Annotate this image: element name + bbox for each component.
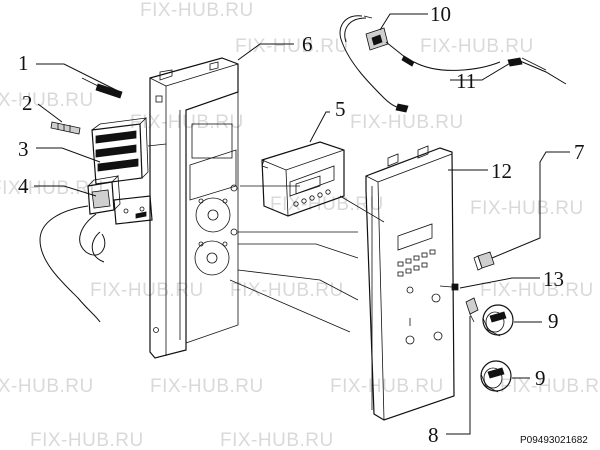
watermark-text: FIX-HUB.RU — [0, 178, 104, 199]
mounting-frame-part-6 — [149, 57, 239, 359]
connector-part-2 — [50, 121, 81, 135]
watermark-text: FIX-HUB.RU — [230, 280, 344, 301]
watermark-text: FIX-HUB.RU — [350, 112, 464, 133]
watermark-text: FIX-HUB.RU — [235, 36, 349, 57]
drawing-code: P09493021682 — [520, 435, 588, 446]
callout-11: 11 — [456, 69, 476, 93]
watermark-text: FIX-HUB.RU — [270, 194, 384, 215]
callout-8: 8 — [428, 423, 439, 447]
display-module-part-5 — [261, 141, 345, 217]
thermostat-part-4 — [39, 175, 153, 323]
watermark-text: FIX-HUB.RU — [220, 430, 334, 450]
watermark-text: FIX-HUB.RU — [0, 90, 94, 111]
callout-4: 4 — [18, 174, 29, 198]
callout-13: 13 — [543, 267, 564, 291]
control-panel-part-12 — [365, 145, 455, 421]
assembly-guide-lines — [229, 185, 385, 333]
watermark-text: FIX-HUB.RU — [420, 36, 534, 57]
callout-9-upper: 9 — [548, 309, 559, 333]
cable-part-10 — [339, 15, 501, 113]
callout-9-lower: 9 — [535, 366, 546, 390]
leader-lines — [34, 13, 570, 435]
knob-part-9-upper — [482, 304, 514, 337]
watermark-text: FIX-HUB.RU — [130, 112, 244, 133]
screw-part-13 — [439, 283, 459, 291]
callout-3: 3 — [18, 137, 29, 161]
callout-10: 10 — [430, 2, 451, 26]
callout-2: 2 — [22, 91, 33, 115]
watermark-text: FIX-HUB.RU — [470, 198, 584, 219]
callout-6: 6 — [302, 32, 313, 56]
spindle-part-8 — [465, 297, 479, 323]
callout-1: 1 — [18, 51, 29, 75]
knob-part-9-lower — [480, 360, 512, 393]
watermark-text: FIX-HUB.RU — [150, 376, 264, 397]
watermark-text: FIX-HUB.RU — [90, 280, 204, 301]
selector-switch-part-3 — [91, 117, 167, 185]
small-knob-part-7 — [473, 251, 495, 271]
callout-12: 12 — [491, 159, 512, 183]
watermark-text: FIX-HUB.RU — [140, 0, 254, 21]
watermark-text: FIX-HUB.RU — [500, 376, 600, 397]
watermark-text: FIX-HUB.RU — [30, 430, 144, 450]
watermark-text: FIX-HUB.RU — [480, 280, 594, 301]
watermark-text: FIX-HUB.RU — [330, 376, 444, 397]
watermark-text: FIX-HUB.RU — [0, 376, 94, 397]
callout-5: 5 — [335, 97, 346, 121]
callout-labels: 1 2 3 4 5 6 7 8 9 9 10 11 12 13 — [18, 2, 585, 447]
probe-part-11 — [507, 57, 567, 85]
callout-7: 7 — [574, 140, 585, 164]
